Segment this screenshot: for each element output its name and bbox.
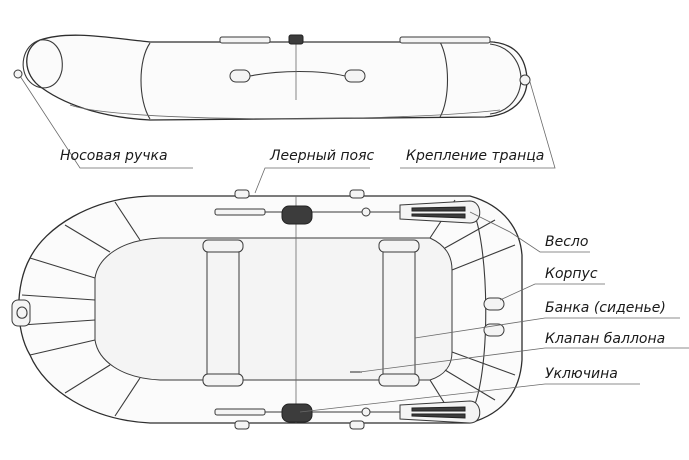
top-bow-handle (11, 299, 31, 327)
side-transom-mount (519, 74, 531, 86)
side-view (13, 34, 531, 121)
stern-seams (429, 199, 516, 421)
side-oar-handle (219, 36, 271, 44)
seat-left-clip-bottom (202, 373, 244, 387)
oarlock-top (281, 205, 313, 225)
bow-seams (21, 201, 141, 417)
label-hull: Корпус (545, 266, 598, 282)
seat-right-clip-bottom (378, 373, 420, 387)
side-seam-2 (439, 41, 448, 118)
oar-bottom (214, 400, 481, 424)
top-floor (94, 237, 453, 381)
leader-oarlock (299, 383, 640, 413)
side-bottom-line (69, 104, 501, 120)
side-handle-left (229, 69, 251, 83)
seat-left (206, 244, 240, 381)
seat-right (382, 244, 416, 381)
leader-hull (499, 283, 605, 301)
rope-loop-bottom-right (349, 420, 365, 430)
top-bow-logo (16, 306, 28, 319)
oarlock-bottom (281, 403, 313, 423)
oar-top (214, 200, 481, 225)
rope-loop-top-left (234, 189, 250, 199)
side-handle-right (344, 69, 366, 83)
label-oarlock: Уключина (545, 366, 618, 382)
seat-right-clip-top (378, 239, 420, 253)
leader-valve (359, 347, 689, 373)
label-bow-handle: Носовая ручка (60, 148, 168, 164)
label-seat: Банка (сиденье) (545, 300, 666, 316)
side-rope (249, 70, 346, 77)
side-oarlock (288, 34, 304, 45)
leader-transom-mount (400, 81, 556, 169)
side-hull-tube (26, 34, 528, 121)
label-safety-rope: Леерный пояс (269, 148, 375, 164)
label-oar: Весло (545, 234, 588, 250)
label-valve: Клапан баллона (545, 331, 665, 347)
transom-fitting-top (483, 297, 505, 311)
side-bow-cap (22, 39, 63, 89)
rope-loop-bottom-left (234, 420, 250, 430)
label-transom-mount: Крепление транца (406, 148, 544, 164)
side-oar-blade (399, 36, 491, 44)
leader-bow-handle (19, 75, 193, 169)
leader-seat (414, 317, 680, 339)
rope-loop-top-right (349, 189, 365, 199)
leader-oar (469, 211, 590, 253)
side-seam-1 (140, 42, 151, 120)
seat-left-clip-top (202, 239, 244, 253)
top-view (11, 189, 523, 430)
leader-safety-rope (254, 167, 370, 194)
